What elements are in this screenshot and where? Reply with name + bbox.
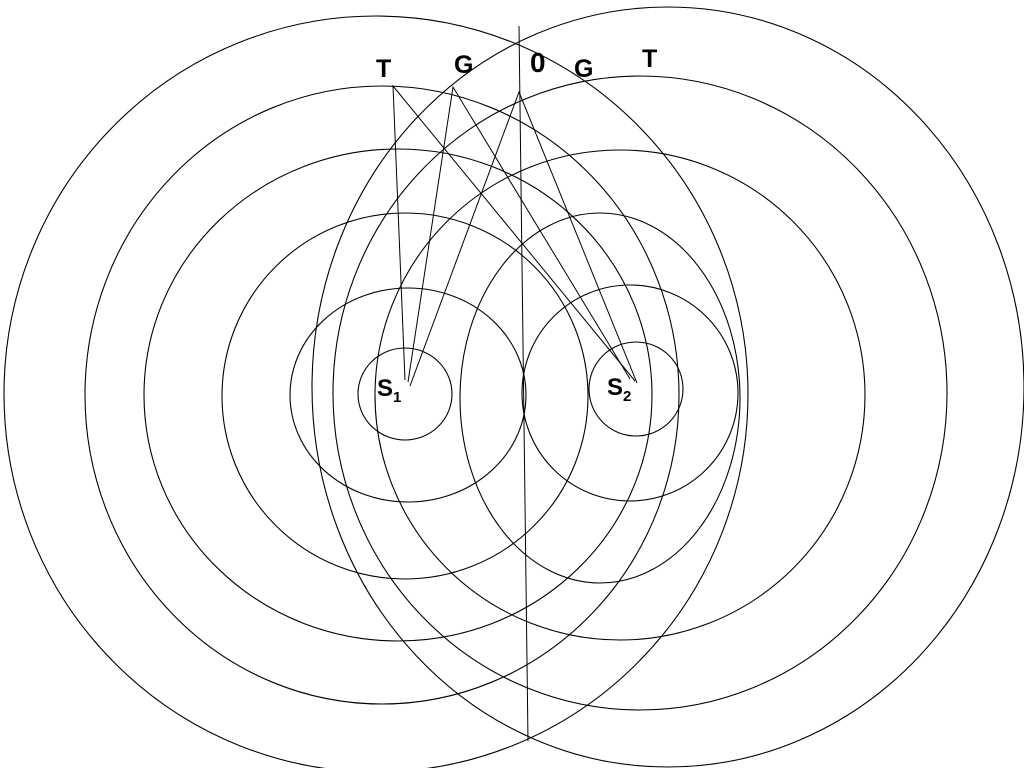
s1-ring-4 — [143, 148, 653, 642]
source-2-label: S2 — [607, 374, 631, 405]
path-lines — [392, 84, 638, 387]
s2-ring-4 — [374, 149, 866, 641]
label-left-T: T — [376, 55, 391, 83]
source-1-letter: S — [377, 375, 393, 402]
source-2-letter: S — [607, 374, 623, 401]
central-axis-line — [518, 25, 529, 742]
source-2-wavefronts — [311, 6, 1024, 768]
label-right-G: G — [574, 55, 593, 83]
s2-ring-3 — [459, 212, 741, 584]
s2-ring-2 — [521, 284, 739, 502]
s1-ring-6 — [3, 15, 749, 768]
path-lines-point-G — [407, 85, 631, 383]
source-1-wavefronts — [3, 15, 749, 768]
source-1-label: S1 — [377, 375, 401, 406]
label-center-0: 0 — [530, 47, 546, 78]
point-labels: T G 0 G T — [376, 45, 657, 83]
label-left-G: G — [454, 51, 473, 79]
s2-ring-5 — [332, 75, 948, 711]
source-2-subscript: 2 — [623, 388, 631, 405]
s2-ring-6 — [311, 6, 1024, 768]
label-right-T: T — [642, 45, 657, 73]
s1-ring-2 — [289, 287, 527, 503]
path-lines-point-0 — [409, 90, 638, 387]
s1-ring-3 — [221, 212, 589, 580]
s1-ring-5 — [84, 85, 680, 705]
source-1-subscript: 1 — [393, 389, 401, 406]
path-lines-point-T — [392, 84, 636, 382]
s1-ring-1 — [357, 347, 453, 441]
s2-ring-1 — [588, 341, 684, 437]
